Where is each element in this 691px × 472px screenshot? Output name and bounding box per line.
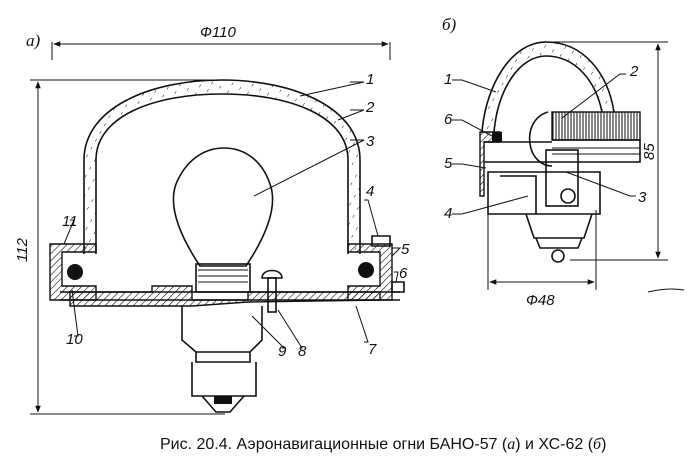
subfigure-b-xc62: б) 85 Ф48 <box>442 15 685 309</box>
right-flange <box>347 243 393 301</box>
callouts-a: 1 2 3 4 5 6 7 8 9 10 11 <box>62 71 410 360</box>
base-plate <box>69 285 381 307</box>
callout-a-11: 11 <box>62 213 78 230</box>
callout-a-6: 6 <box>399 265 408 282</box>
connector-b-pin <box>551 249 565 263</box>
callout-a-10: 10 <box>66 331 83 348</box>
callout-a-7: 7 <box>368 341 377 358</box>
knurled-ring <box>551 111 641 141</box>
callout-a-9: 9 <box>278 343 287 360</box>
connector-b <box>525 213 593 239</box>
callouts-b: 1 2 6 5 3 4 <box>444 63 647 222</box>
lamp-socket-b <box>545 149 579 207</box>
callout-b-5: 5 <box>444 155 453 172</box>
dimension-a-height: 112 <box>14 79 225 415</box>
callout-b-2: 2 <box>629 63 639 80</box>
figure-caption: Рис. 20.4. Аэронавигационные огни БАНО-5… <box>160 436 607 453</box>
center-screw-head <box>261 269 283 279</box>
right-screw <box>371 235 391 247</box>
left-seal-ring <box>67 264 83 280</box>
subfigure-b-tag: б) <box>442 15 457 34</box>
connector-tip <box>201 395 245 413</box>
body-lower <box>487 171 601 215</box>
dimension-a-width-label: Ф110 <box>200 24 236 41</box>
glass-dome-b <box>482 42 614 132</box>
callout-b-1: 1 <box>444 71 452 88</box>
callout-b-6: 6 <box>444 111 453 128</box>
glass-dome <box>84 80 360 252</box>
callout-a-3: 3 <box>366 133 375 150</box>
connector-body <box>191 362 257 397</box>
callout-b-4: 4 <box>444 205 452 222</box>
subfigure-a-bano57: а) Ф110 112 <box>14 24 410 415</box>
callout-a-4: 4 <box>366 183 374 200</box>
subfigure-a-tag: а) <box>26 31 41 50</box>
dimension-b-width: Ф48 <box>487 210 597 309</box>
stray-mark <box>647 288 685 293</box>
center-screw-body <box>267 277 277 313</box>
lamp-base <box>195 263 251 293</box>
left-flange <box>49 243 97 301</box>
callout-a-2: 2 <box>365 99 375 116</box>
dimension-a-width: Ф110 <box>51 24 391 60</box>
dimension-b-height: 85 <box>540 41 668 261</box>
lamp-holder <box>181 306 263 353</box>
callout-a-5: 5 <box>401 241 410 258</box>
dimension-a-height-label: 112 <box>14 237 31 262</box>
dimension-b-height-label: 85 <box>641 143 658 160</box>
callout-a-1: 1 <box>366 71 374 88</box>
lamp-bulb-b <box>528 111 553 167</box>
dimension-b-width-label: Ф48 <box>526 292 555 309</box>
lamp-bulb <box>172 147 274 267</box>
side-nipple <box>391 281 405 293</box>
callout-a-8: 8 <box>298 343 307 360</box>
callout-b-3: 3 <box>638 189 647 206</box>
right-seal-ring <box>358 262 374 278</box>
